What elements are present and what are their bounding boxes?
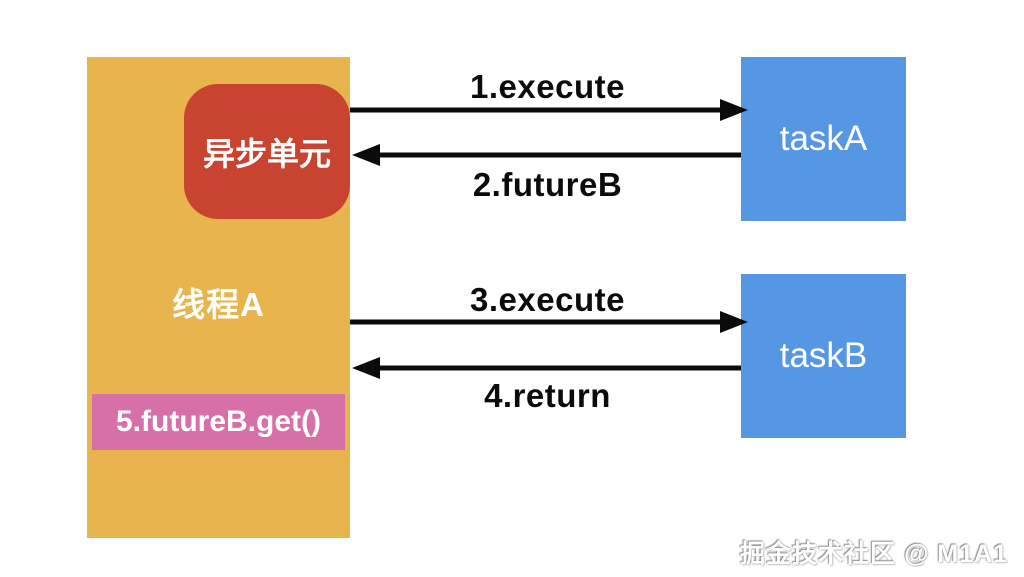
task-b-label: taskB xyxy=(779,336,868,375)
task-a-label: taskA xyxy=(779,119,868,158)
arrow-return-icon xyxy=(352,357,741,379)
task-a-box: taskA xyxy=(741,57,906,221)
arrow-label-futureb: 2.futureB xyxy=(472,166,623,203)
watermark: 掘金技术社区 @ M1A1 xyxy=(740,540,1008,568)
arrow-label-execute-3: 3.execute xyxy=(470,281,625,318)
async-unit-label: 异步单元 xyxy=(202,135,331,172)
future-get-label: 5.futureB.get() xyxy=(116,405,321,438)
arrow-label-execute-1: 1.execute xyxy=(470,68,625,105)
future-get-box: 5.futureB.get() xyxy=(92,394,345,450)
task-b-box: taskB xyxy=(741,274,906,438)
thread-a-label: 线程A xyxy=(172,286,265,323)
arrow-label-return: 4.return xyxy=(484,377,611,414)
async-unit-box: 异步单元 xyxy=(184,84,350,219)
arrow-futureb-icon xyxy=(352,144,741,166)
